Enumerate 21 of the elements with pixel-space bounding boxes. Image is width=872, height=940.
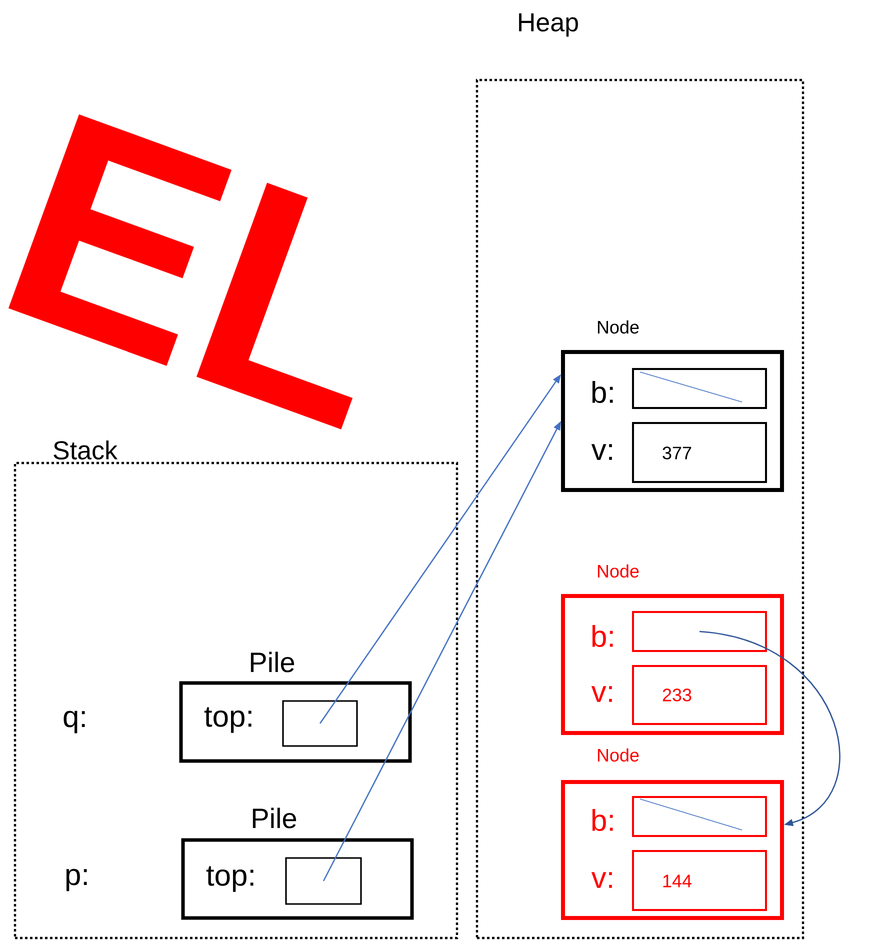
record-box: q: Pile top:	[64, 652, 412, 763]
record-box: p: Pile top:	[66, 808, 414, 920]
node-label: Node	[598, 748, 639, 762]
value-field: 233	[632, 665, 767, 725]
value-field: 377	[632, 422, 767, 483]
value-field	[285, 857, 362, 905]
arrow	[699, 630, 840, 826]
value-field	[632, 796, 767, 837]
value-field: 144	[632, 850, 767, 911]
value-field	[282, 700, 358, 747]
node-label: Heap	[519, 13, 578, 37]
correction-letters: EL	[8, 114, 353, 430]
value-field	[632, 611, 767, 652]
node-label: Node	[598, 320, 639, 334]
node-label: Pile	[250, 652, 294, 672]
variable-label: q:	[64, 710, 85, 734]
node-label: Pile	[252, 808, 296, 828]
node-label: Node	[598, 564, 639, 578]
variable-label: p:	[66, 868, 87, 892]
value-field	[632, 368, 767, 409]
node-label: Stack	[54, 440, 118, 460]
